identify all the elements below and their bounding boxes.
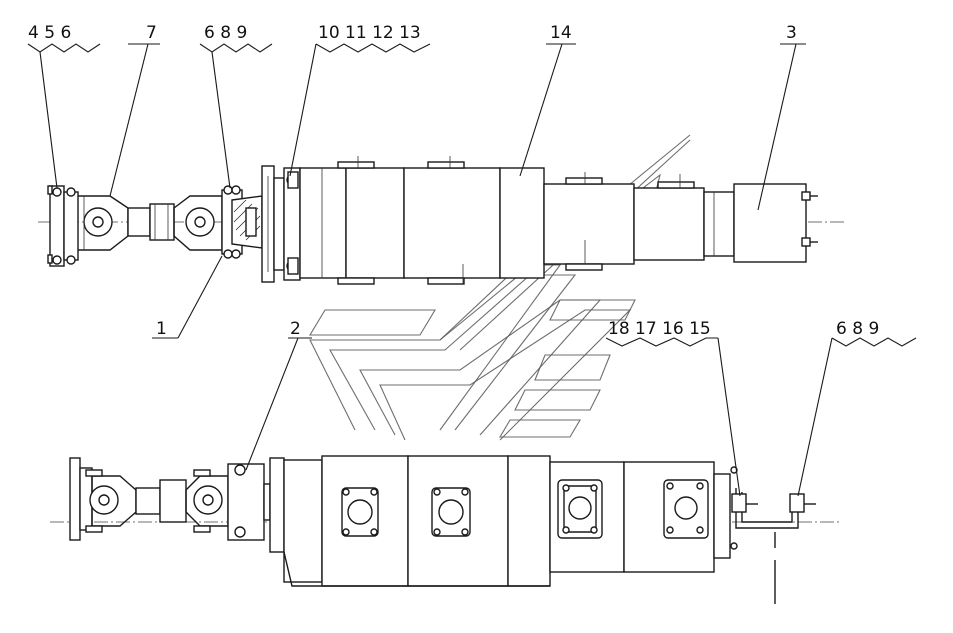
callout-14: 14 [550,23,572,43]
callout-4-5-6: 4 5 6 [28,23,71,43]
bottom-shaft [135,479,187,523]
watermark-logo [309,134,691,441]
top-view [38,156,845,285]
callout-1: 1 [156,319,167,339]
top-end-cap [703,183,818,263]
top-mounting-plate [261,165,301,283]
bottom-view [50,455,840,604]
callout-6-8-9-right: 6 8 9 [836,319,879,339]
top-left-flange [47,185,79,267]
bottom-flange-plate [227,457,285,553]
callout-2: 2 [290,319,301,339]
top-pump-body [299,156,705,285]
callout-7: 7 [146,23,157,43]
bottom-pump-body [283,455,731,587]
top-right-yoke [173,195,223,251]
callout-6-8-9-top: 6 8 9 [204,23,247,43]
leader-lines [27,43,917,497]
callout-10-11-12-13: 10 11 12 13 [318,23,421,43]
top-left-yoke [78,195,129,251]
callout-3: 3 [786,23,797,43]
bottom-left-yoke [85,469,137,533]
callout-18-17-16-15: 18 17 16 15 [608,319,711,339]
bottom-support-bracket [730,466,816,604]
top-coupling-section [221,185,263,259]
top-shaft [127,203,175,241]
bottom-right-yoke [185,469,229,533]
